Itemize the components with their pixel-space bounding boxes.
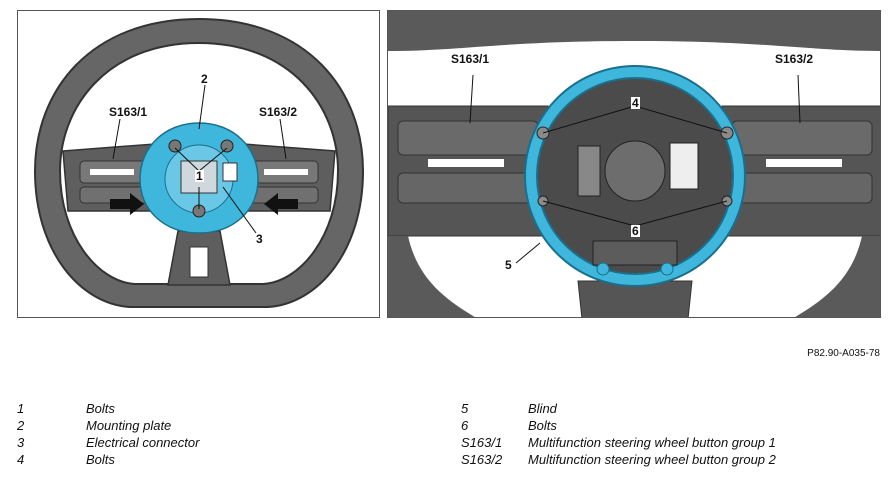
legend-key: S163/2: [461, 452, 503, 467]
legend-text: Blind: [528, 401, 557, 416]
steering-wheel-drawing: [33, 17, 365, 308]
legend-text: Multifunction steering wheel button grou…: [528, 452, 776, 467]
arrow-right-icon: [264, 193, 298, 215]
callout-2: 2: [200, 72, 209, 86]
callout-s163-1-right: S163/1: [451, 52, 490, 66]
legend-key: 4: [17, 452, 25, 467]
legend-text: Bolts: [528, 418, 557, 433]
figure-left-steering-wheel: S163/1 S163/2 2 1 3: [17, 10, 380, 318]
legend-text: Mounting plate: [86, 418, 172, 433]
closeup-drawing: [388, 11, 880, 317]
bolt-top-right: [220, 139, 234, 153]
figure-reference: P82.90-A035-78: [807, 348, 880, 359]
figure-right-closeup: S163/1 S163/2 4 6 5: [387, 10, 881, 318]
callout-1: 1: [195, 169, 204, 183]
callout-s163-1-left: S163/1: [108, 105, 149, 119]
callout-s163-2-left: S163/2: [258, 105, 299, 119]
legend-text: Bolts: [86, 401, 115, 416]
legend-key: S163/1: [461, 435, 503, 450]
callout-4: 4: [631, 96, 640, 110]
callout-3: 3: [255, 232, 264, 246]
legend-key: 3: [17, 435, 25, 450]
bolt-top-left: [168, 139, 182, 153]
legend-key: 6: [461, 418, 469, 433]
legend-key: 1: [17, 401, 25, 416]
callout-5: 5: [505, 258, 512, 272]
legend-text: Electrical connector: [86, 435, 200, 450]
legend-key: 2: [17, 418, 25, 433]
legend-text: Multifunction steering wheel button grou…: [528, 435, 776, 450]
legend-key: 5: [461, 401, 469, 416]
arrow-left-icon: [110, 193, 144, 215]
legend-text: Bolts: [86, 452, 115, 467]
callout-s163-2-right: S163/2: [775, 52, 814, 66]
callout-6: 6: [631, 224, 640, 238]
